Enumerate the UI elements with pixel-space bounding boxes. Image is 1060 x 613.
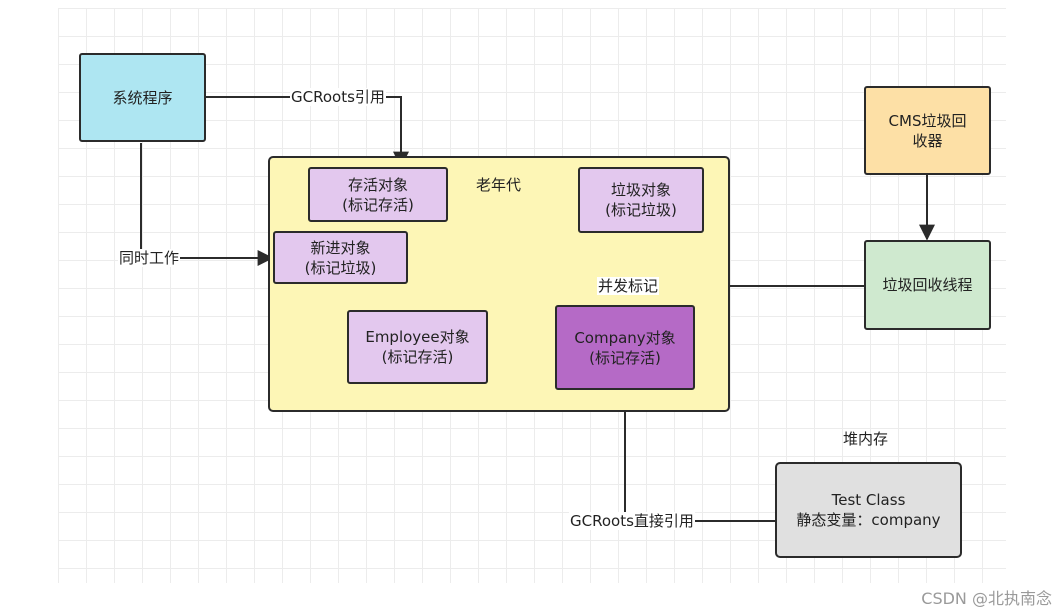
test-class-label-line1: Test Class <box>831 491 906 509</box>
gcroots-direct-ref-label: GCRoots直接引用 <box>569 512 695 530</box>
employee-object-label-line1: Employee对象 <box>365 328 470 346</box>
gc-thread-label: 垃圾回收线程 <box>882 276 973 294</box>
company-object-box: Company对象 (标记存活) <box>555 305 695 390</box>
system-program-box: 系统程序 <box>79 53 206 142</box>
heap-memory-label: 堆内存 <box>843 430 889 448</box>
new-object-box: 新进对象 (标记垃圾) <box>273 231 408 284</box>
new-object-label-line1: 新进对象 <box>310 238 371 257</box>
test-class-box: Test Class 静态变量：company <box>775 462 962 558</box>
test-class-label-line2: 静态变量：company <box>796 511 941 529</box>
system-program-label: 系统程序 <box>112 88 173 107</box>
garbage-object-label-line1: 垃圾对象 <box>610 181 671 199</box>
gcroots-ref-label: GCRoots引用 <box>290 88 386 106</box>
new-object-label-line2: (标记垃圾) <box>304 258 377 277</box>
concurrent-mark-label: 并发标记 <box>597 277 660 295</box>
garbage-object-box: 垃圾对象 (标记垃圾) <box>578 167 704 233</box>
concurrent-work-label: 同时工作 <box>118 249 181 267</box>
alive-object-label-line2: (标记存活) <box>342 195 414 214</box>
cms-collector-box: CMS垃圾回 收器 <box>864 86 991 175</box>
employee-object-label-line2: (标记存活) <box>381 348 454 366</box>
company-object-label-line2: (标记存活) <box>589 348 661 367</box>
old-generation-label: 老年代 <box>476 176 522 194</box>
garbage-object-label-line2: (标记垃圾) <box>605 201 677 219</box>
gc-thread-box: 垃圾回收线程 <box>864 240 991 330</box>
watermark: CSDN @北执南念 <box>921 589 1052 608</box>
cms-collector-label-line2: 收器 <box>912 131 943 150</box>
alive-object-box: 存活对象 (标记存活) <box>308 167 448 222</box>
employee-object-box: Employee对象 (标记存活) <box>347 310 488 384</box>
alive-object-label-line1: 存活对象 <box>347 175 408 194</box>
cms-collector-label-line1: CMS垃圾回 <box>888 111 967 130</box>
company-object-label-line1: Company对象 <box>574 328 676 347</box>
